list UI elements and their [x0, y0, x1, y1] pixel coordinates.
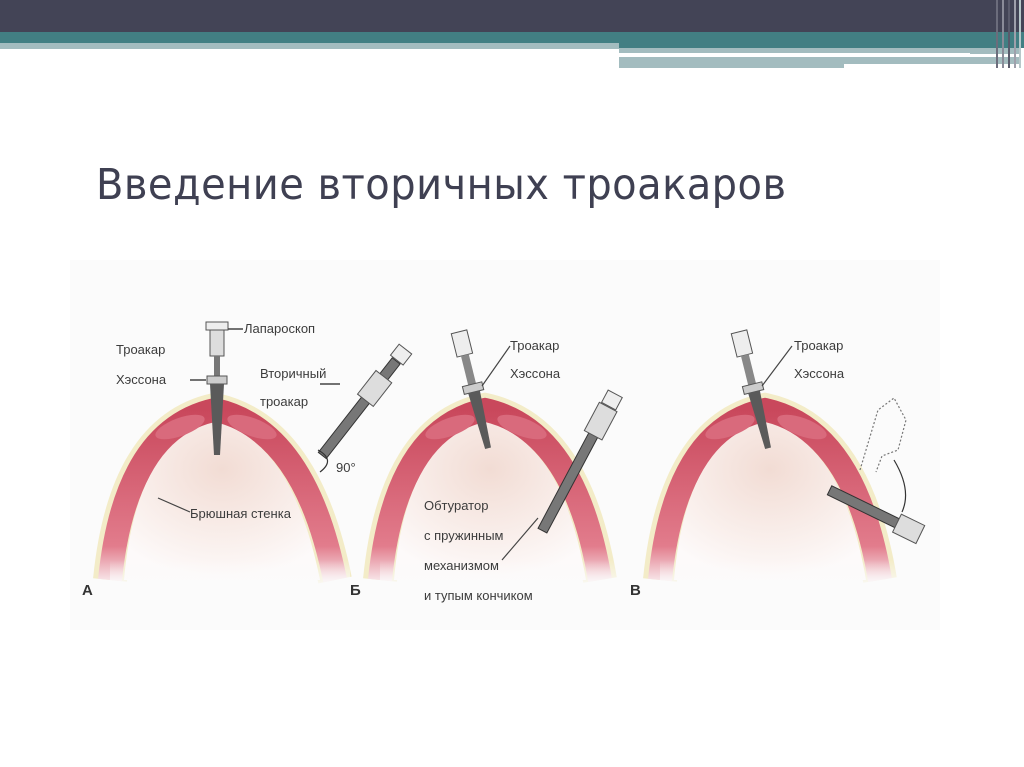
header-band-light: [0, 43, 619, 49]
panel-letter-c: В: [630, 582, 641, 599]
label-laparoscope: Лапароскоп: [244, 321, 315, 336]
label-obturator-1: Обтуратор: [424, 498, 488, 513]
illustration-svg: Лапароскоп Троакар Хэссона Вторичный тро…: [82, 321, 926, 603]
label-obturator-4: и тупым кончиком: [424, 588, 533, 603]
label-abdominal-wall: Брюшная стенка: [190, 506, 292, 521]
panel-a: Лапароскоп Троакар Хэссона Вторичный тро…: [82, 321, 413, 599]
header-band-gap-lower: [844, 64, 1024, 68]
label-angle: 90°: [336, 460, 356, 475]
label-obturator-2: с пружинным: [424, 528, 504, 543]
header-band-dark: [0, 0, 1024, 32]
label-obturator-3: механизмом: [424, 558, 499, 573]
label-secondary-1: Вторичный: [260, 366, 326, 381]
slide-title: Введение вторичных троакаров: [96, 160, 787, 210]
header-vertical-lines: [994, 0, 1024, 68]
label-hasson-c-1: Троакар: [794, 338, 843, 353]
panel-letter-b: Б: [350, 582, 361, 599]
trocar-illustration: Лапароскоп Троакар Хэссона Вторичный тро…: [70, 260, 940, 630]
header-band-gap: [619, 53, 970, 57]
header-band-light-right: [619, 48, 1019, 54]
header-band-light-right-lower: [619, 57, 1019, 68]
label-hasson-a-2: Хэссона: [116, 372, 167, 387]
label-hasson-c-2: Хэссона: [794, 366, 845, 381]
label-secondary-2: троакар: [260, 394, 308, 409]
label-hasson-a-1: Троакар: [116, 342, 165, 357]
label-hasson-b-2: Хэссона: [510, 366, 561, 381]
panel-c: Троакар Хэссона В: [630, 329, 926, 599]
panel-letter-a: А: [82, 582, 93, 599]
panel-b: Троакар Хэссона Обтуратор с пружинным ме…: [350, 329, 623, 603]
label-hasson-b-1: Троакар: [510, 338, 559, 353]
